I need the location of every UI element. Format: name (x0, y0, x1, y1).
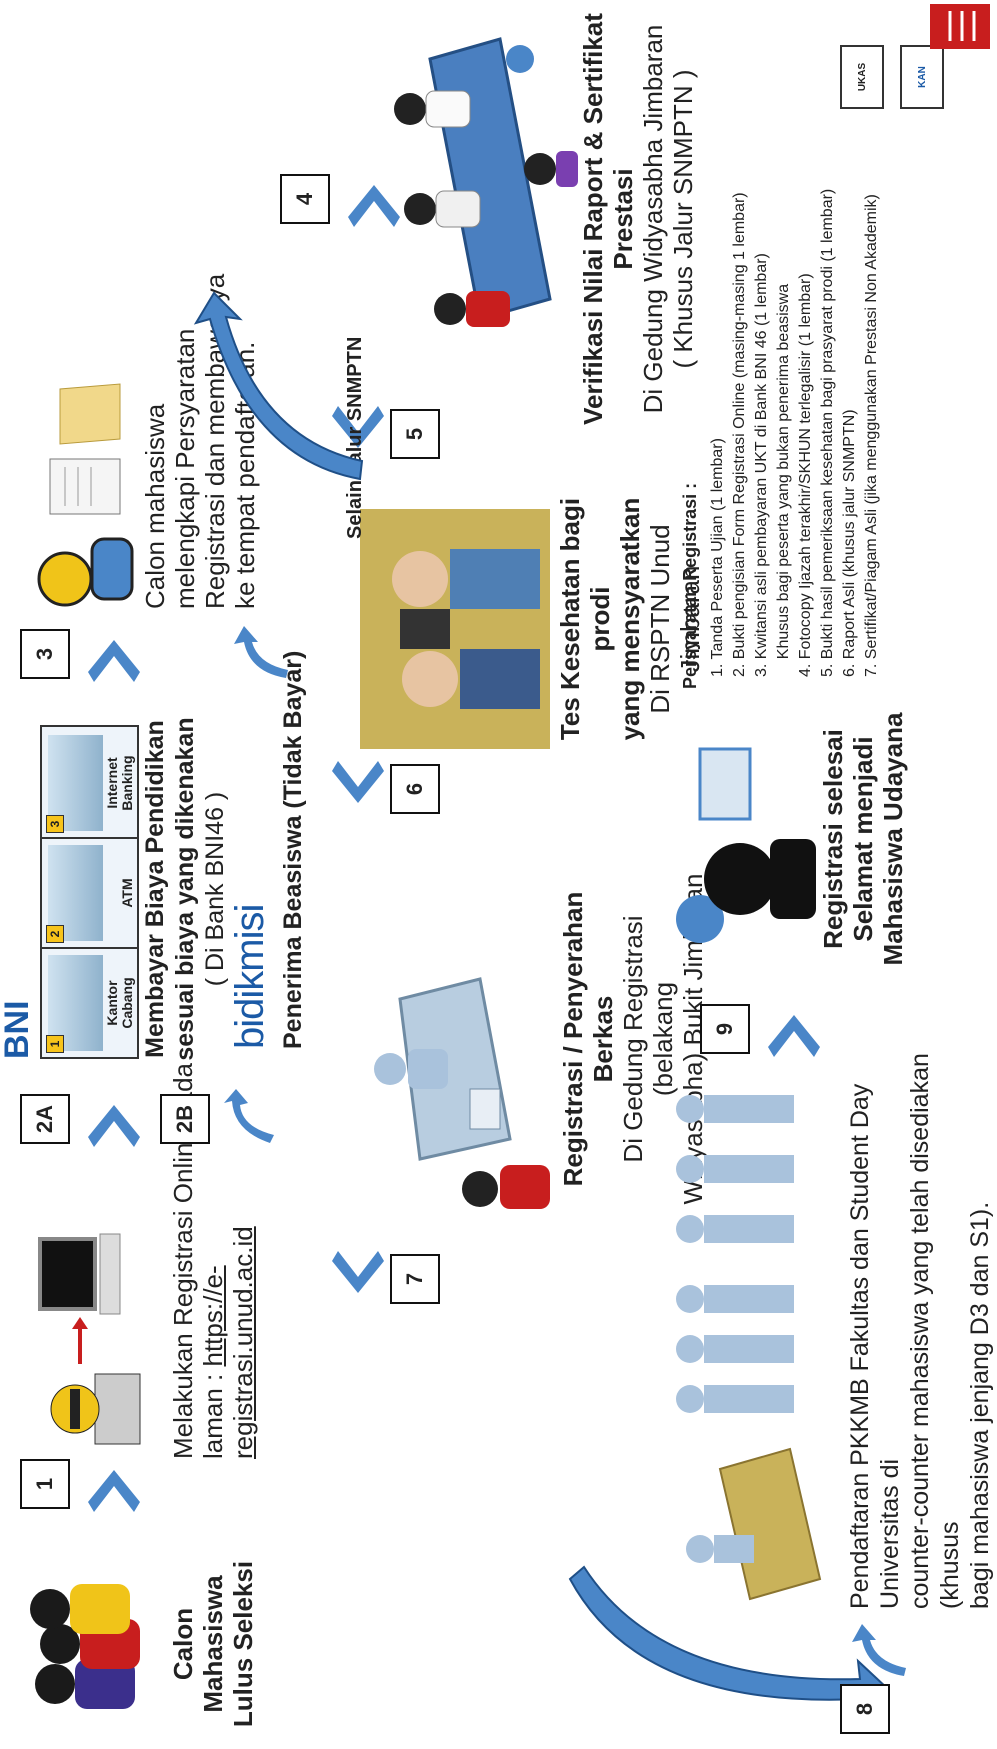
requirement-item: 5. Bukti hasil pemeriksaan kesehatan bag… (817, 169, 839, 677)
verification-line2: Di Gedung Widyasabha Jimbaran (638, 9, 668, 429)
step-2b-number: 2B (172, 1105, 198, 1133)
step-1-box: 1 (20, 1459, 70, 1509)
step-9-number: 9 (712, 1023, 738, 1035)
registration-desk-illustration (360, 969, 560, 1229)
requirement-item: 2. Bukti pengisian Form Registrasi Onlin… (729, 169, 751, 677)
payment-option-label-a: Internet (105, 729, 120, 837)
step-5-box: 5 (390, 409, 440, 459)
step-7-number: 7 (402, 1273, 428, 1285)
finish-line1: Registrasi selesai (818, 709, 848, 969)
pkkmb-line1: Pendaftaran PKKMB Fakultas dan Student D… (845, 969, 905, 1609)
curved-arrow-icon (230, 622, 294, 686)
payment-option-number: 1 (46, 1035, 64, 1053)
chevron-right-icon (82, 1087, 146, 1151)
requirements-title: Persyaratan Registrasi : (680, 169, 701, 689)
payment-option-number: 3 (46, 815, 64, 833)
requirement-item: 1. Tanda Peserta Ujian (1 lembar) (707, 169, 729, 677)
start-label: Calon Mahasiswa Lulus Seleksi (168, 1549, 258, 1739)
corner-flag-icon (930, 4, 990, 49)
curved-arrow-icon (190, 289, 370, 519)
bidikmisi-logo: bidikmisi (228, 905, 273, 1049)
chevron-left-icon (326, 1247, 390, 1311)
finish-text: Registrasi selesai Selamat menjadi Mahas… (818, 709, 908, 969)
payment-option-atm: 2 ATM (42, 837, 137, 947)
health-line2: yang mensyaratkan (615, 469, 645, 769)
step-4-box: 4 (280, 174, 330, 224)
chevron-right-icon (82, 622, 146, 686)
bni-logo: BNI (2, 1000, 32, 1059)
student-documents-illustration (20, 379, 140, 609)
health-line1: Tes Kesehatan bagi prodi (555, 469, 615, 769)
payment-text: Membayar Biaya Pendidikan sesuai biaya y… (140, 699, 230, 1079)
step-3-box: 3 (20, 629, 70, 679)
graduate-illustration (660, 739, 820, 959)
step-8-number: 8 (852, 1703, 878, 1715)
curved-arrow-icon (848, 1620, 912, 1684)
step-7-box: 7 (390, 1254, 440, 1304)
pkkmb-line2: counter-counter mahasiswa yang telah dis… (905, 969, 965, 1609)
step-3-number: 3 (32, 648, 58, 660)
step-6-box: 6 (390, 764, 440, 814)
start-label-line1: Calon Mahasiswa (168, 1549, 228, 1739)
payment-option-label-a: Kantor (105, 949, 120, 1057)
step-6-number: 6 (402, 783, 428, 795)
chevron-right-icon (82, 1452, 146, 1516)
chevron-right-icon (762, 997, 826, 1061)
step-9-box: 9 (700, 1004, 750, 1054)
finish-line2: Selamat menjadi (848, 709, 878, 969)
complete-docs-line1: Calon mahasiswa (140, 269, 170, 609)
kan-logo: KAN (900, 45, 944, 109)
step-2a-number: 2A (32, 1105, 58, 1133)
step-2a-box: 2A (20, 1094, 70, 1144)
pkkmb-text: Pendaftaran PKKMB Fakultas dan Student D… (845, 969, 995, 1609)
curved-arrow-icon (220, 1087, 284, 1151)
finish-line3: Mahasiswa Udayana (878, 709, 908, 969)
payment-option-number: 2 (46, 925, 64, 943)
health-test-illustration (360, 509, 550, 749)
step-1-number: 1 (32, 1478, 58, 1490)
payment-option-label: ATM (120, 839, 135, 947)
step-5-number: 5 (402, 428, 428, 440)
payment-option-label-b: Banking (120, 729, 135, 837)
pkkmb-counter-illustration (640, 1069, 840, 1609)
online-prefix: laman : (198, 1367, 228, 1460)
requirements-list: 1. Tanda Peserta Ujian (1 lembar) 2. Buk… (707, 169, 883, 689)
payment-option-label-a: ATM (120, 839, 135, 947)
pkkmb-line3: bagi mahasiswa jenjang D3 dan S1). (965, 969, 995, 1609)
start-label-line2: Lulus Seleksi (228, 1549, 258, 1739)
payment-line1: Membayar Biaya Pendidikan (140, 699, 170, 1079)
verification-meeting-illustration (390, 29, 580, 359)
requirement-item: Khusus bagi peserta yang bukan penerima … (773, 169, 795, 677)
step-8-box: 8 (840, 1684, 890, 1734)
students-illustration (20, 1579, 160, 1729)
computer-user-illustration (20, 1229, 160, 1459)
scholarship-label: Penerima Beasiswa (Tidak Bayar) (278, 651, 308, 1049)
step-2b-box: 2B (160, 1094, 210, 1144)
step-4-number: 4 (292, 193, 318, 205)
requirement-item: 7. Sertifikat/Piagam Asli (jika mengguna… (861, 169, 883, 677)
payment-line3: ( Di Bank BNI46 ) (200, 699, 230, 1079)
chevron-left-icon (326, 757, 390, 821)
verification-title: Verifikasi Nilai Raport & Sertifikat Pre… (578, 9, 638, 429)
payment-option-label-b: Cabang (120, 949, 135, 1057)
ukas-logo: UKAS (840, 45, 884, 109)
requirement-item: 4. Fotocopy Ijazah terakhir/SKHUN terleg… (795, 169, 817, 677)
requirement-item: 6. Raport Asli (khusus jalur SNMPTN) (839, 169, 861, 677)
requirements-panel: Persyaratan Registrasi : 1. Tanda Pesert… (680, 169, 883, 689)
requirement-item: 3. Kwitansi asli pembayaran UKT di Bank … (751, 169, 773, 677)
registration-title: Registrasi / Penyerahan Berkas (558, 859, 618, 1219)
payment-line2: sesuai biaya yang dikenakan (170, 699, 200, 1079)
